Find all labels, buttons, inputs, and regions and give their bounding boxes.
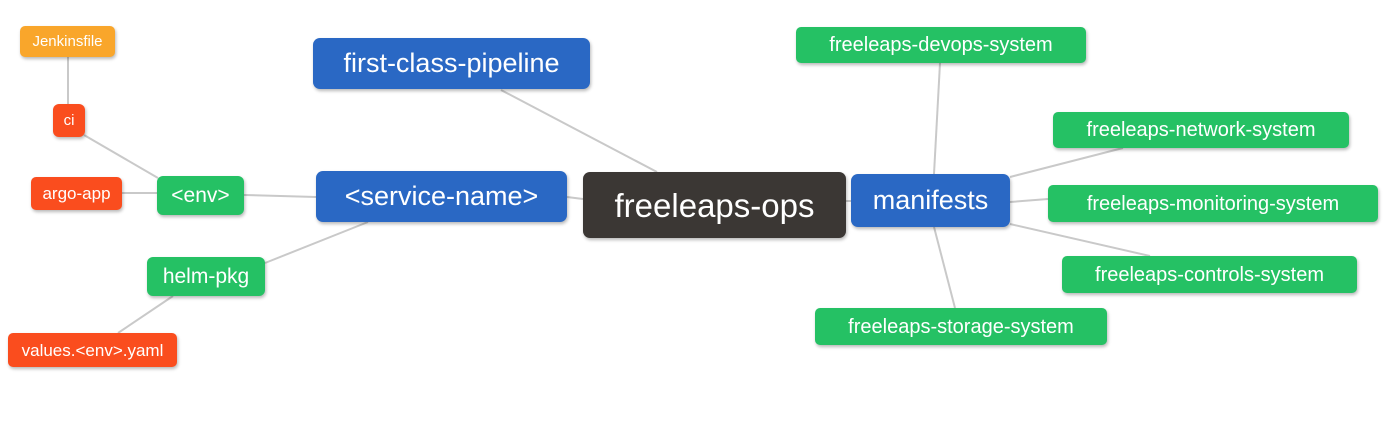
edge-manifests-network: [1009, 147, 1124, 178]
node-values-env-yaml[interactable]: values.<env>.yaml: [8, 333, 177, 367]
node-ci[interactable]: ci: [53, 104, 85, 137]
node-env[interactable]: <env>: [157, 176, 244, 215]
edge-manifests-devops: [933, 62, 941, 175]
node-freeleaps-controls-system[interactable]: freeleaps-controls-system: [1062, 256, 1357, 293]
node-argo-app[interactable]: argo-app: [31, 177, 122, 210]
node-freeleaps-devops-system[interactable]: freeleaps-devops-system: [796, 27, 1086, 63]
edge-service-name-ops: [566, 196, 584, 200]
edge-service-name-helm-pkg: [264, 221, 369, 264]
node-service-name[interactable]: <service-name>: [316, 171, 567, 222]
edge-manifests-storage: [933, 226, 956, 309]
edge-manifests-monitoring: [1009, 198, 1049, 203]
node-freeleaps-storage-system[interactable]: freeleaps-storage-system: [815, 308, 1107, 345]
node-helm-pkg[interactable]: helm-pkg: [147, 257, 265, 296]
node-freeleaps-monitoring-system[interactable]: freeleaps-monitoring-system: [1048, 185, 1378, 222]
node-manifests[interactable]: manifests: [851, 174, 1010, 227]
edge-pipeline-ops: [500, 89, 658, 173]
node-freeleaps-network-system[interactable]: freeleaps-network-system: [1053, 112, 1349, 148]
edge-ci-env: [83, 134, 159, 179]
edge-env-service-name: [243, 194, 317, 198]
node-freeleaps-ops[interactable]: freeleaps-ops: [583, 172, 846, 238]
edge-helm-pkg-values: [117, 295, 174, 334]
edge-manifests-controls: [1009, 223, 1151, 257]
node-first-class-pipeline[interactable]: first-class-pipeline: [313, 38, 590, 89]
node-jenkinsfile[interactable]: Jenkinsfile: [20, 26, 115, 57]
